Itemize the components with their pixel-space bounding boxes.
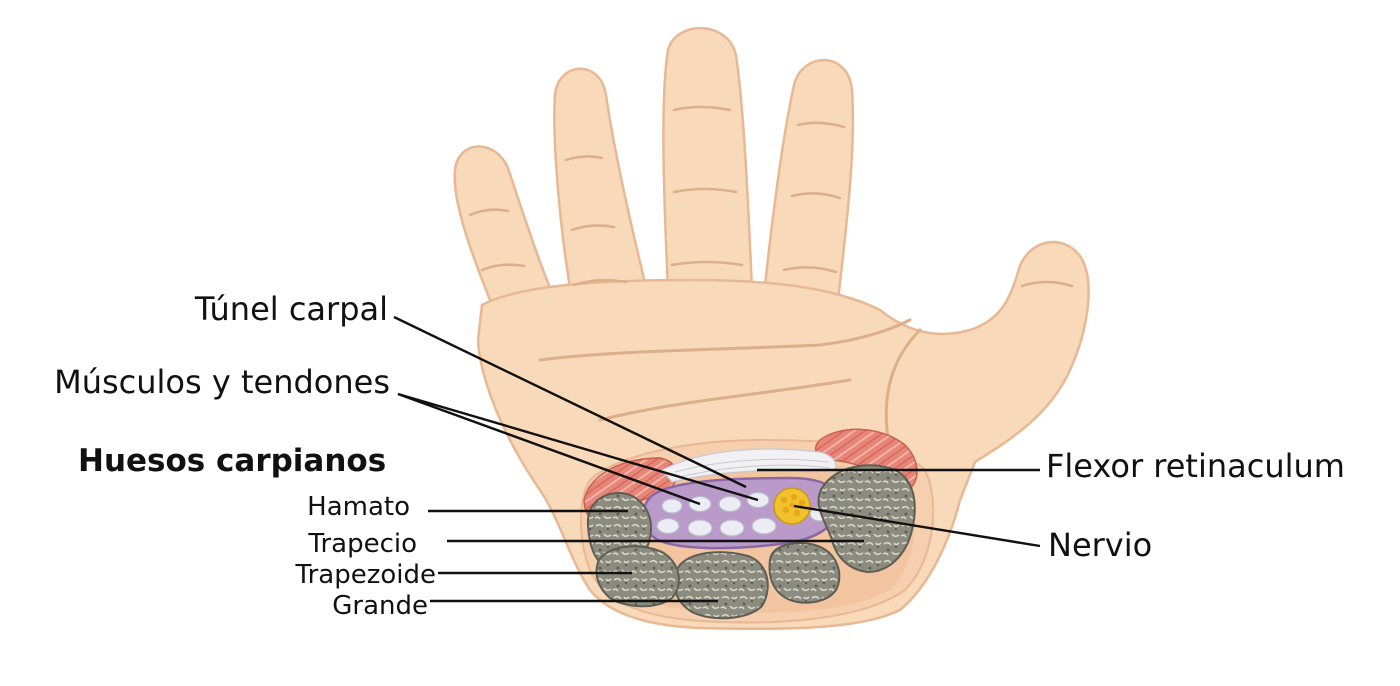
finger-creases [468, 105, 1074, 288]
label-hamate: Hamato [307, 492, 410, 522]
tendon [687, 519, 713, 537]
label-carpal-bones-heading: Huesos carpianos [78, 443, 386, 479]
tendon [751, 517, 777, 535]
flexor-retinaculum-band [661, 448, 837, 483]
middle-finger [662, 26, 754, 292]
median-nerve [773, 487, 811, 525]
label-capitate: Grande [332, 591, 428, 621]
tendon [656, 517, 680, 535]
leader-muscles-tendons-2 [397, 392, 759, 502]
tendon [661, 498, 683, 514]
label-carpal-tunnel: Túnel carpal [194, 290, 388, 328]
label-muscles-tendons: Músculos y tendones [54, 363, 390, 401]
bone-lunate [595, 545, 680, 608]
leader-carpal-tunnel [393, 315, 747, 489]
tendon [718, 495, 742, 513]
labels: Túnel carpal Músculos y tendones Huesos … [54, 290, 1345, 621]
label-nerve: Nervio [1048, 526, 1152, 564]
index-finger [762, 58, 855, 302]
bone-capitate [673, 551, 769, 620]
palm-creases [538, 318, 922, 452]
ring-finger [553, 67, 650, 302]
leader-muscles-tendons-1 [397, 392, 701, 506]
label-trapezium: Trapecio [307, 529, 417, 559]
leader-nerve [793, 504, 1041, 548]
tendon [719, 519, 745, 537]
retinaculum-fibers [674, 458, 831, 478]
bone-trapezoid [768, 542, 841, 604]
little-finger [453, 145, 557, 307]
label-flexor-retinaculum: Flexor retinaculum [1046, 447, 1345, 485]
leader-lines [393, 315, 1041, 603]
wrist-cross-section [580, 428, 935, 624]
label-trapezoid: Trapezoide [295, 560, 436, 590]
